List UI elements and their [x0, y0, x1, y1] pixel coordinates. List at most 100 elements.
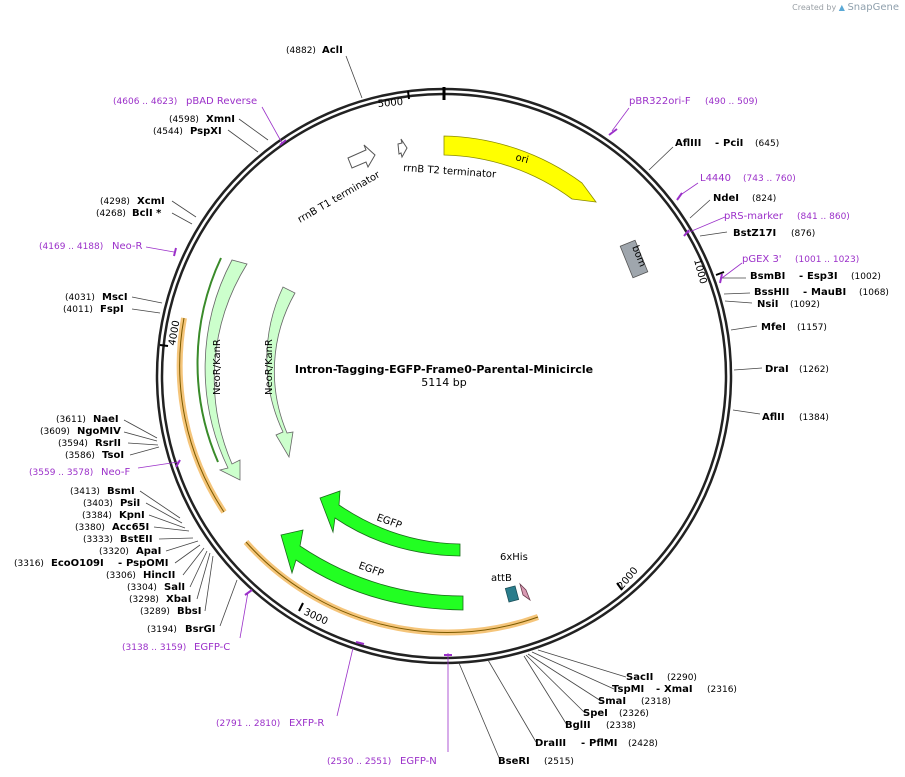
site-naei[interactable]: (3611) NaeI: [56, 414, 119, 425]
site-xmni-name: XmnI: [206, 114, 235, 125]
site-mfei-pos: (1157): [797, 323, 827, 333]
primer-l4440[interactable]: L4440 (743 .. 760): [700, 173, 796, 184]
site-bseri[interactable]: BseRI (2515): [498, 756, 574, 767]
bom-feature[interactable]: bom: [619, 239, 649, 279]
site-msci[interactable]: (4031) MscI: [65, 292, 128, 303]
site-bstz17i-pos: (876): [791, 229, 815, 239]
rrnb-t2-label: rrnB T2 terminator: [403, 163, 497, 181]
primer-pgex-3-name: pGEX 3': [742, 254, 782, 265]
tick-label-1000: 1000: [691, 258, 708, 285]
rrnb-t1-terminator-feature[interactable]: rrnB T1 terminator: [296, 144, 383, 226]
site-bglii[interactable]: BglII (2338): [565, 720, 636, 731]
site-msci-name: MscI: [102, 292, 128, 303]
site-apai[interactable]: (3320) ApaI: [99, 546, 161, 557]
primer-exfp-r[interactable]: (2791 .. 2810) EXFP-R: [216, 718, 324, 729]
site-ecoo109i-sep: -: [118, 558, 122, 569]
site-xbai[interactable]: (3298) XbaI: [129, 594, 191, 605]
site-ngomiv[interactable]: (3609) NgoMIV: [40, 426, 121, 437]
site-xcmi[interactable]: (4298) XcmI: [100, 196, 165, 207]
site-bsmi[interactable]: (3413) BsmI: [70, 486, 135, 497]
6xhis-feature[interactable]: 6xHis: [500, 552, 531, 602]
egfp-label-lower: EGFP: [357, 560, 385, 579]
site-bsmi-pos: (3413): [70, 487, 100, 497]
primer-neo-f[interactable]: (3559 .. 3578) Neo-F: [29, 467, 131, 478]
site-rsrii-name: RsrII: [95, 438, 121, 449]
site-kpni-pos: (3384): [82, 511, 112, 521]
site-hincii[interactable]: (3306) HincII: [106, 570, 175, 581]
site-bbsi-pos: (3289): [140, 607, 170, 617]
site-bsrgi[interactable]: (3194) BsrGI: [147, 624, 215, 635]
site-spei-name: SpeI: [583, 708, 608, 719]
site-psii[interactable]: (3403) PsiI: [83, 498, 140, 509]
primer-pbr322ori-f[interactable]: pBR322ori-F (490 .. 509): [629, 96, 758, 107]
site-naei-pos: (3611): [56, 415, 86, 425]
site-rsrii[interactable]: (3594) RsrII: [58, 438, 121, 449]
primer-egfp-c[interactable]: (3138 .. 3159) EGFP-C: [122, 642, 230, 653]
site-sali[interactable]: (3304) SalI: [127, 582, 185, 593]
primer-l4440-range: (743 .. 760): [743, 174, 796, 184]
site-fspi[interactable]: (4011) FspI: [63, 304, 124, 315]
site-acli[interactable]: (4882) AclI: [286, 45, 343, 56]
neo-kanr-feature-outer[interactable]: NeoR/KanR: [204, 259, 248, 481]
primer-prs-marker-name: pRS-marker: [724, 211, 784, 222]
site-acc65i-pos: (3380): [75, 523, 105, 533]
site-bsmi-name: BsmI: [107, 486, 135, 497]
site-bstz17i[interactable]: BstZ17I (876): [733, 228, 815, 239]
site-xbai-pos: (3298): [129, 595, 159, 605]
site-kpni[interactable]: (3384) KpnI: [82, 510, 145, 521]
site-nsii[interactable]: NsiI (1092): [757, 299, 820, 310]
site-spei[interactable]: SpeI (2326): [583, 708, 649, 719]
primer-neo-r[interactable]: (4169 .. 4188) Neo-R: [39, 241, 143, 252]
site-bsrgi-pos: (3194): [147, 625, 177, 635]
site-pspxi[interactable]: (4544) PspXI: [153, 126, 222, 137]
ori-label: ori: [514, 152, 529, 166]
site-drai[interactable]: DraI (1262): [765, 364, 829, 375]
plasmid-length: 5114 bp: [421, 376, 466, 389]
primer-prs-marker[interactable]: pRS-marker (841 .. 860): [724, 211, 850, 222]
egfp-feature-upper[interactable]: EGFP: [319, 490, 461, 557]
primer-egfp-n-name: EGFP-N: [400, 756, 437, 767]
highlight-arc-left-line: [179, 317, 225, 513]
primer-leader-lines: [137, 106, 743, 752]
rrnb-t1-label: rrnB T1 terminator: [296, 169, 383, 225]
site-bcli-pos: (4268): [96, 209, 126, 219]
primer-pbad-reverse[interactable]: (4606 .. 4623) pBAD Reverse: [113, 96, 257, 107]
site-bbsi[interactable]: (3289) BbsI: [140, 606, 201, 617]
site-fspi-name: FspI: [100, 304, 124, 315]
snapgene-logo-icon: ▲: [838, 3, 845, 12]
site-bsmbi-esp3i[interactable]: BsmBI - Esp3I (1002): [750, 271, 881, 282]
site-xmni[interactable]: (4598) XmnI: [169, 114, 235, 125]
site-smai[interactable]: SmaI (2318): [598, 696, 671, 707]
site-bsshii-sep: -: [803, 287, 807, 298]
tick-label-3000: 3000: [302, 607, 330, 628]
site-pflmi-name: PflMI: [589, 738, 617, 749]
site-acc65i[interactable]: (3380) Acc65I: [75, 522, 149, 533]
ori-feature[interactable]: ori: [443, 135, 597, 203]
site-bstz17i-name: BstZ17I: [733, 228, 776, 239]
site-esp3i-name: Esp3I: [807, 271, 838, 282]
leader-lines: [123, 55, 763, 761]
primer-egfp-n[interactable]: (2530 .. 2551) EGFP-N: [327, 756, 437, 767]
site-aflii[interactable]: AflII (1384): [762, 412, 829, 423]
scale-ticks: [159, 90, 725, 612]
site-hincii-name: HincII: [143, 570, 175, 581]
site-bsteii[interactable]: (3333) BstEII: [83, 534, 153, 545]
attb-feature[interactable]: attB: [491, 573, 520, 603]
site-tspmi-xmai[interactable]: TspMI - XmaI (2316): [612, 684, 737, 695]
site-afliii-pcii[interactable]: AflIII - PciI (645): [675, 138, 779, 149]
site-bsmbi-name: BsmBI: [750, 271, 785, 282]
site-bbsi-name: BbsI: [177, 606, 201, 617]
primer-pgex-3[interactable]: pGEX 3' (1001 .. 1023): [742, 254, 859, 265]
site-ecoo109i-pspomi[interactable]: (3316) EcoO109I - PspOMI: [14, 558, 168, 569]
site-ndei[interactable]: NdeI (824): [713, 193, 776, 204]
primer-neo-f-range: (3559 .. 3578): [29, 468, 93, 478]
site-mfei[interactable]: MfeI (1157): [761, 322, 827, 333]
site-sacii[interactable]: SacII (2290): [626, 672, 697, 683]
site-bcli[interactable]: (4268) BclI *: [96, 208, 162, 219]
site-aflii-pos: (1384): [799, 413, 829, 423]
site-tsoi[interactable]: (3586) TsoI: [65, 450, 124, 461]
neo-kanr-feature-inner[interactable]: NeoR/KanR: [264, 286, 296, 459]
site-draiii-pflmi[interactable]: DraIII - PflMI (2428): [535, 738, 658, 749]
site-ecoo109i-pos: (3316): [14, 559, 44, 569]
site-bsshii-maubi[interactable]: BssHII - MauBI (1068): [754, 287, 889, 298]
